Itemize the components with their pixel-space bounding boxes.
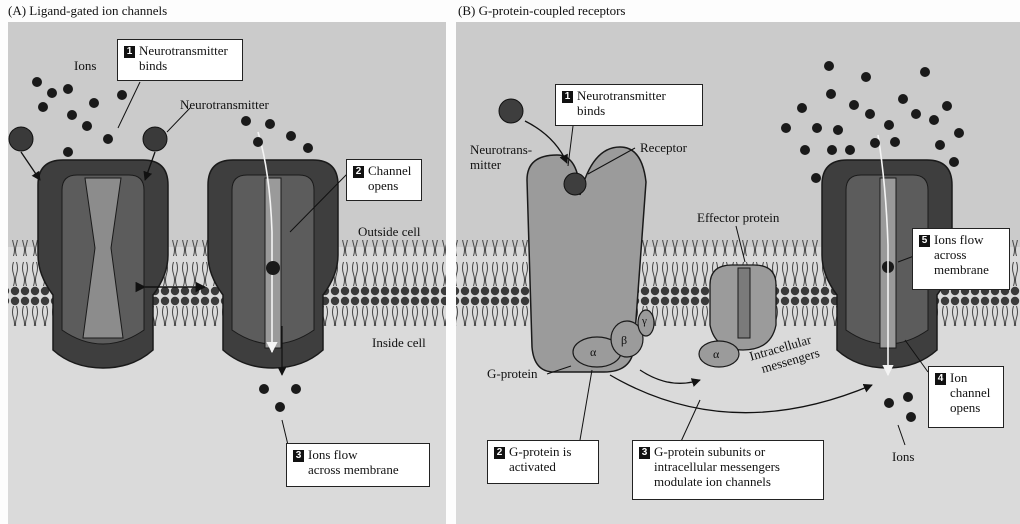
step-number: 1	[124, 46, 135, 58]
step-number: 2	[353, 166, 364, 178]
panel-b-title: (B) G-protein-coupled receptors	[458, 3, 626, 19]
step-number: 3	[293, 450, 304, 462]
effector-protein	[710, 265, 776, 350]
step-number: 5	[919, 235, 930, 247]
g-protein-label: G-protein	[487, 366, 538, 381]
outside-cell-label: Outside cell	[358, 224, 420, 239]
ions-label-b: Ions	[892, 449, 914, 464]
panel-a-title: (A) Ligand-gated ion channels	[8, 3, 167, 19]
alpha-label-free: α	[713, 347, 719, 362]
neurotransmitter-label-b: Neurotrans- mitter	[470, 142, 532, 172]
step-number: 4	[935, 373, 946, 385]
neurotransmitter-molecule-b	[499, 99, 523, 123]
neurotransmitter-label: Neurotransmitter	[180, 97, 269, 112]
gamma-label: γ	[642, 314, 647, 329]
effector-protein-label: Effector protein	[697, 210, 779, 225]
ion	[266, 261, 280, 275]
ion-channel-closed	[38, 160, 168, 368]
beta-label: β	[621, 333, 627, 348]
alpha-label: α	[590, 345, 596, 360]
step-number: 3	[639, 447, 650, 459]
ions-label: Ions	[74, 58, 96, 73]
step-number: 2	[494, 447, 505, 459]
step-number: 1	[562, 91, 573, 103]
bound-neurotransmitter	[564, 173, 586, 195]
receptor-label: Receptor	[640, 140, 687, 155]
inside-cell-label: Inside cell	[372, 335, 426, 350]
